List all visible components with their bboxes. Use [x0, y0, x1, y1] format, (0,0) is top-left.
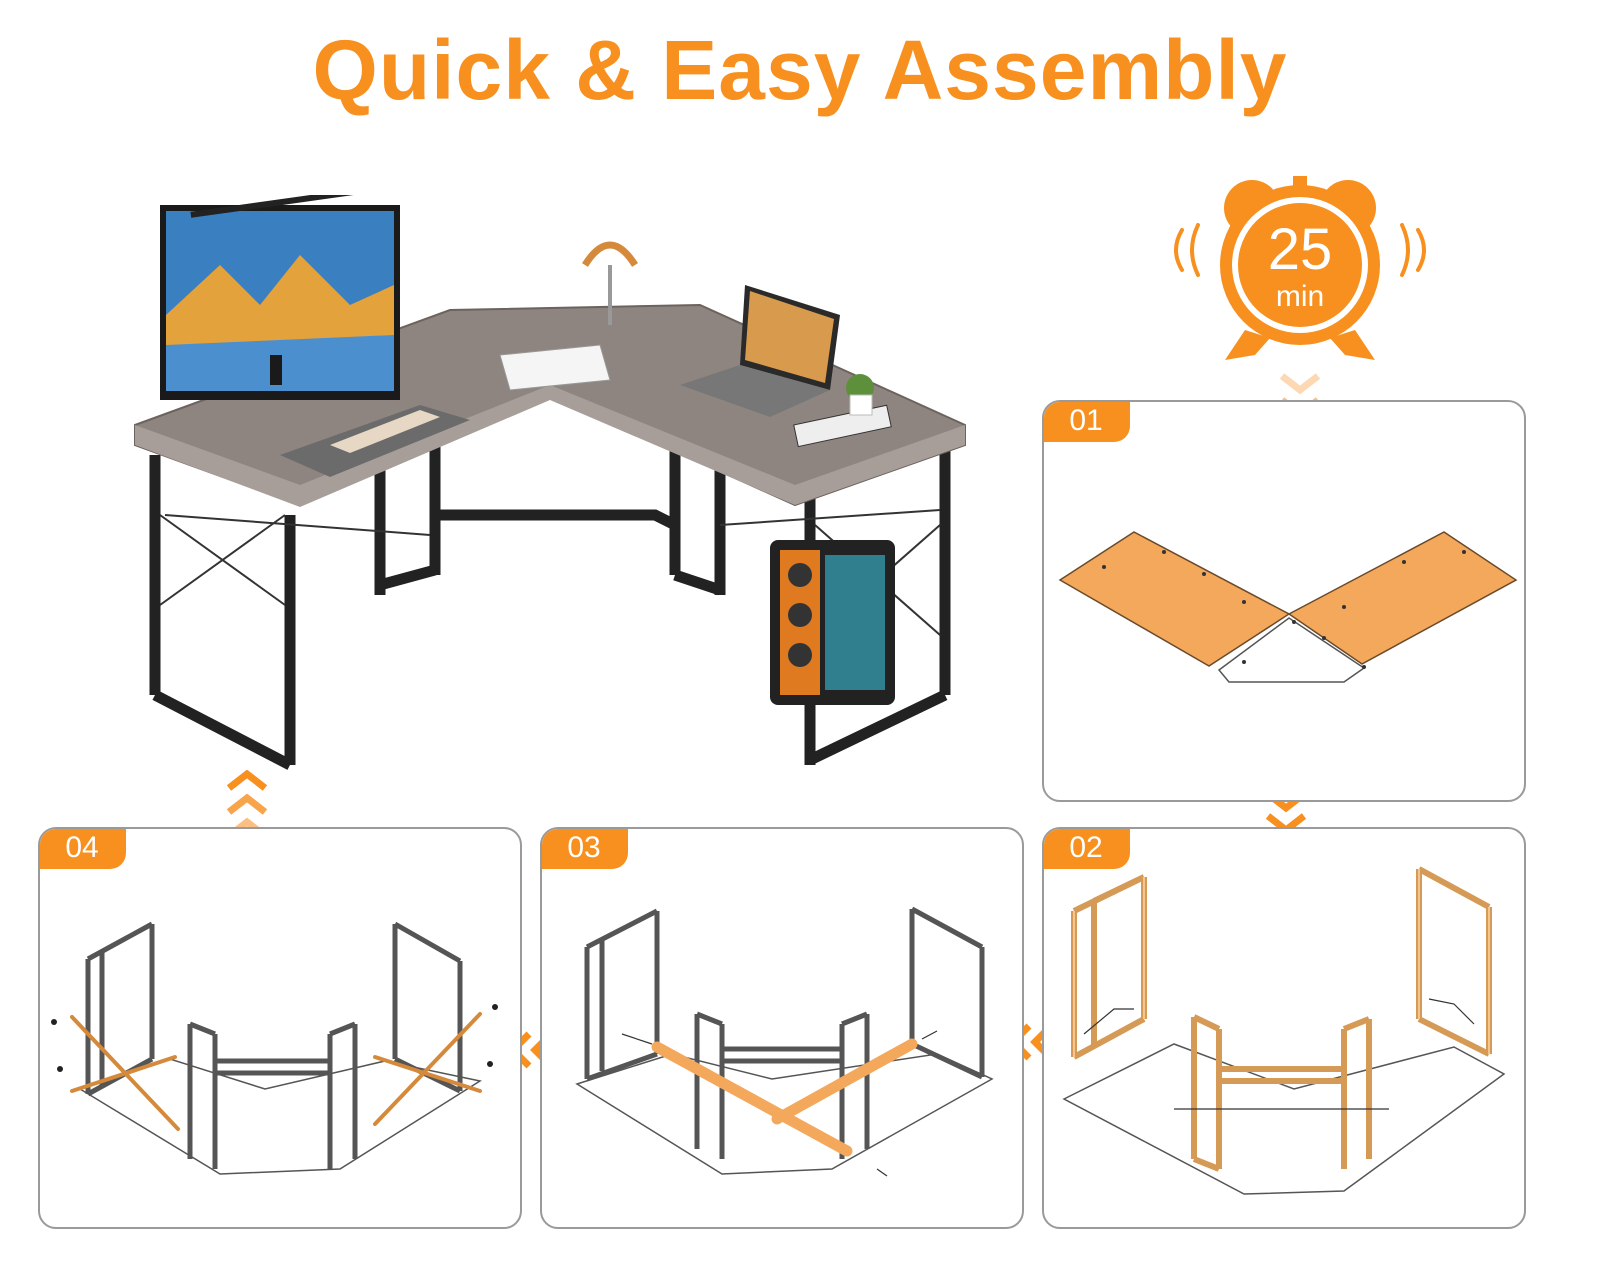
tabletop-diagram — [1058, 531, 1518, 683]
step-panel-03: 03 — [540, 827, 1024, 1229]
frame-diagram — [1062, 866, 1506, 1195]
crossbar-diagram — [575, 906, 994, 1177]
step-panel-02: 02 — [1042, 827, 1526, 1229]
timer-value: 25 — [1267, 217, 1333, 282]
alarm-clock-icon — [1174, 176, 1426, 360]
step-badge: 04 — [40, 829, 126, 869]
step-badge: 02 — [1044, 829, 1130, 869]
step-badge: 01 — [1044, 402, 1130, 442]
l-desk-illustration — [134, 195, 966, 770]
step-panel-04: 04 — [38, 827, 522, 1229]
page-title: Quick & Easy Assembly — [312, 23, 1288, 117]
step-badge: 03 — [542, 829, 628, 869]
brace-diagram — [51, 921, 498, 1175]
timer-unit: min — [1275, 280, 1325, 313]
step-panel-01: 01 — [1042, 400, 1526, 802]
